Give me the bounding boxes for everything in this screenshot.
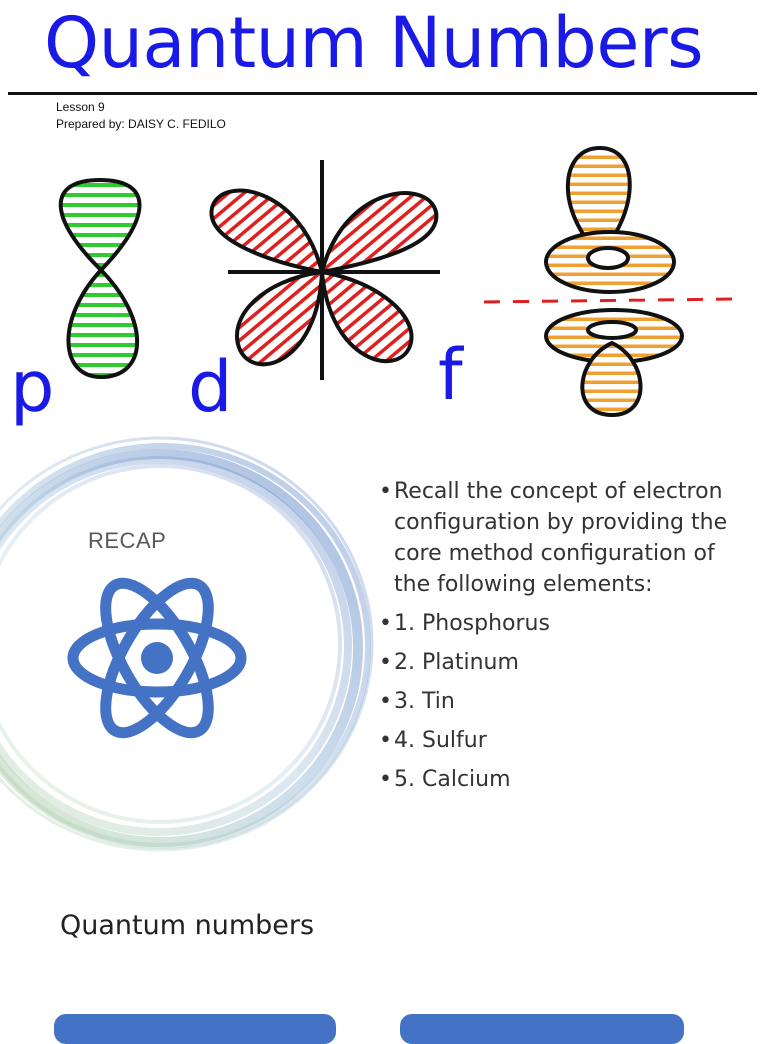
f-orbital-label: f — [438, 334, 463, 416]
recap-heading: RECAP — [88, 528, 167, 553]
list-item: 2. Platinum — [376, 647, 756, 678]
content-card-left — [54, 1014, 336, 1044]
lesson-number: Lesson 9 — [56, 100, 105, 114]
title-underline — [8, 92, 757, 95]
recap-bullet-list: Recall the concept of electron configura… — [376, 476, 756, 803]
f-orbital-drawing — [483, 145, 736, 417]
d-orbital-drawing — [209, 160, 440, 380]
recap-slide: RECAP Recall the concept of electron con… — [0, 432, 768, 872]
quantum-numbers-slide: Quantum numbers — [0, 878, 768, 1044]
list-item: 4. Sulfur — [376, 725, 756, 756]
list-item: 3. Tin — [376, 686, 756, 717]
slide-meta: Lesson 9 Prepared by: DAISY C. FEDILO — [56, 99, 226, 133]
orbital-illustration — [58, 145, 736, 417]
page-title: Quantum Numbers — [44, 2, 704, 84]
list-item: 5. Calcium — [376, 764, 756, 795]
list-item: 1. Phosphorus — [376, 608, 756, 639]
d-orbital-label: d — [188, 346, 233, 428]
section-title: Quantum numbers — [60, 910, 315, 941]
list-item: Recall the concept of electron configura… — [376, 476, 756, 600]
author-line: Prepared by: DAISY C. FEDILO — [56, 117, 226, 131]
atom-icon — [67, 577, 247, 739]
decorative-rings — [0, 436, 374, 852]
p-orbital-label: p — [10, 346, 55, 428]
title-slide: Quantum Numbers Lesson 9 Prepared by: DA… — [0, 0, 768, 430]
p-orbital-drawing — [58, 178, 142, 380]
content-card-right — [400, 1014, 684, 1044]
